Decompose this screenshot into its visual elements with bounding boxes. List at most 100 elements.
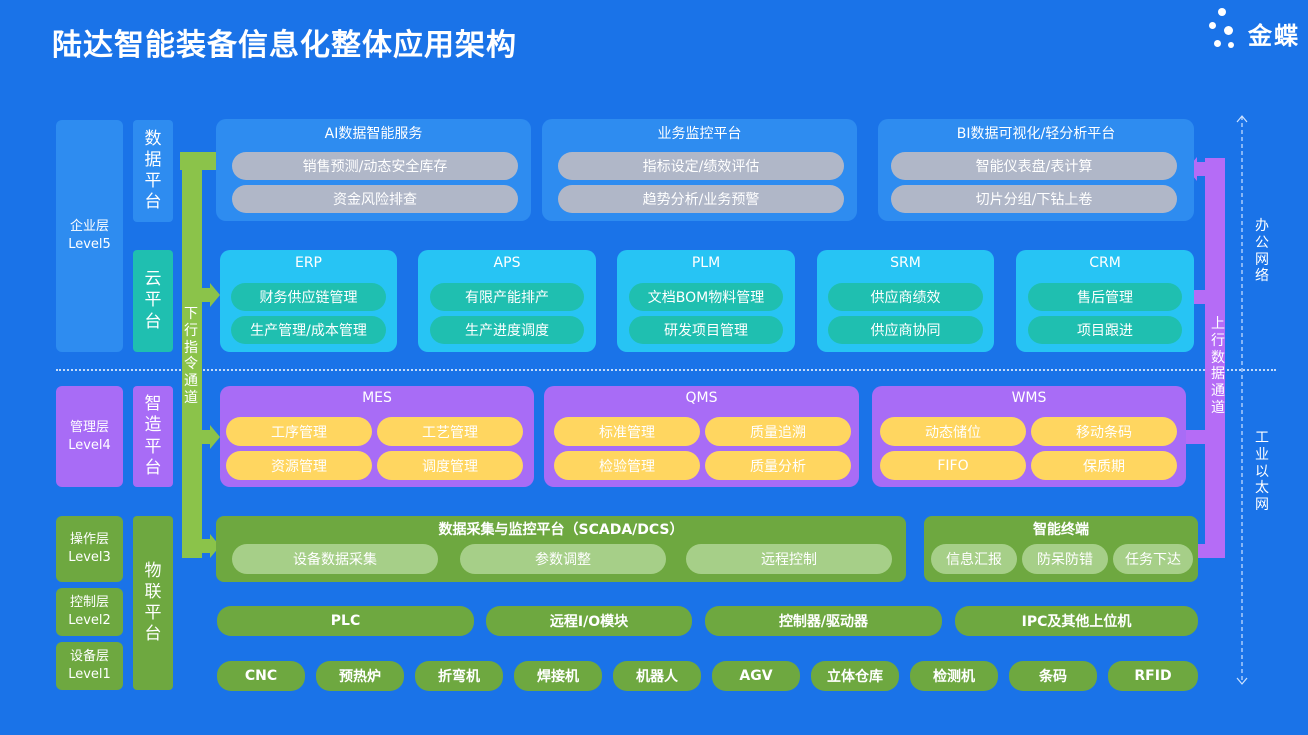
- panel-title: 数据采集与监控平台（SCADA/DCS）: [438, 522, 684, 538]
- panel-title: 业务监控平台: [657, 126, 742, 142]
- panel-item: 售后管理: [1028, 283, 1182, 311]
- up-channel-arrow-icon: [1183, 157, 1225, 558]
- data-platform: 数据平台: [133, 120, 173, 222]
- level-code: Level4: [68, 437, 111, 453]
- panel-item: 资源管理: [226, 451, 372, 480]
- panel-item: 调度管理: [377, 451, 523, 480]
- level-name: 操作层: [69, 532, 109, 548]
- panel-item: 质量分析: [705, 451, 851, 480]
- panel-item: 研发项目管理: [629, 316, 783, 344]
- panel-title: SRM: [890, 255, 921, 271]
- panel-item: 供应商绩效: [828, 283, 983, 311]
- qms-panel: QMS 标准管理 质量追溯 检验管理 质量分析: [544, 386, 859, 487]
- panel-item: 指标设定/绩效评估: [558, 152, 844, 180]
- panel-title: ERP: [294, 255, 322, 271]
- panel-title: WMS: [1011, 390, 1047, 406]
- ai-service-panel: AI数据智能服务 销售预测/动态安全库存 资金风险排查: [216, 119, 531, 221]
- iot-platform: 物联平台: [133, 516, 173, 690]
- device-item: 立体仓库: [811, 661, 899, 691]
- panel-title: PLM: [691, 255, 721, 271]
- level-1: 设备层 Level1: [56, 642, 123, 690]
- device-item: 焊接机: [514, 661, 602, 691]
- panel-item: 项目跟进: [1028, 316, 1182, 344]
- device-item: AGV: [712, 661, 800, 691]
- level-code: Level1: [68, 667, 111, 682]
- panel-item: 质量追溯: [705, 417, 851, 446]
- panel-item: 有限产能排产: [430, 283, 584, 311]
- smart-terminal-panel: 智能终端 信息汇报 防呆防错 任务下达: [924, 516, 1198, 582]
- level-4: 管理层 Level4: [56, 386, 123, 487]
- panel-item: FIFO: [880, 451, 1026, 480]
- srm-panel: SRM 供应商绩效 供应商协同: [817, 250, 994, 352]
- cloud-platform: 云平台: [133, 250, 173, 352]
- panel-item: 工序管理: [226, 417, 372, 446]
- erp-panel: ERP 财务供应链管理 生产管理/成本管理: [220, 250, 397, 352]
- control-item-ipc: IPC及其他上位机: [955, 606, 1198, 636]
- panel-item: 信息汇报: [931, 544, 1017, 574]
- office-network-label: 办公网络: [1255, 218, 1269, 285]
- plm-panel: PLM 文档BOM物料管理 研发项目管理: [617, 250, 795, 352]
- kingdee-logo-icon: [1206, 8, 1242, 52]
- level-name: 设备层: [69, 649, 109, 665]
- panel-title: QMS: [685, 390, 718, 406]
- panel-item: 动态储位: [880, 417, 1026, 446]
- level-5: 企业层 Level5: [56, 120, 123, 352]
- level-code: Level2: [68, 613, 111, 628]
- panel-item: 标准管理: [554, 417, 700, 446]
- device-item: 机器人: [613, 661, 701, 691]
- wms-panel: WMS 动态储位 移动条码 FIFO 保质期: [872, 386, 1186, 487]
- page-title: 陆达智能装备信息化整体应用架构: [52, 28, 517, 63]
- scada-panel: 数据采集与监控平台（SCADA/DCS） 设备数据采集 参数调整 远程控制: [216, 516, 906, 582]
- panel-item: 文档BOM物料管理: [629, 283, 783, 311]
- control-item-controller: 控制器/驱动器: [705, 606, 942, 636]
- panel-item: 资金风险排查: [232, 185, 518, 213]
- panel-item: 生产管理/成本管理: [231, 316, 386, 344]
- panel-item: 生产进度调度: [430, 316, 584, 344]
- device-item: 折弯机: [415, 661, 503, 691]
- smart-platform: 智造平台: [133, 386, 173, 487]
- device-item: 条码: [1009, 661, 1097, 691]
- device-item: RFID: [1108, 661, 1198, 691]
- level-name: 企业层: [69, 219, 109, 235]
- panel-title: CRM: [1089, 255, 1121, 271]
- panel-item: 财务供应链管理: [231, 283, 386, 311]
- panel-item: 销售预测/动态安全库存: [232, 152, 518, 180]
- down-channel-arrow-icon: [180, 152, 220, 558]
- mes-panel: MES 工序管理 工艺管理 资源管理 调度管理: [220, 386, 534, 487]
- panel-title: BI数据可视化/轻分析平台: [956, 126, 1116, 142]
- network-divider: [56, 369, 1276, 371]
- panel-item: 切片分组/下钻上卷: [891, 185, 1177, 213]
- panel-item: 设备数据采集: [232, 544, 438, 574]
- panel-item: 供应商协同: [828, 316, 983, 344]
- panel-item: 参数调整: [460, 544, 666, 574]
- panel-item: 防呆防错: [1022, 544, 1108, 574]
- industrial-network-label: 工业以太网: [1255, 430, 1269, 514]
- crm-panel: CRM 售后管理 项目跟进: [1016, 250, 1194, 352]
- network-double-arrow-icon: [1236, 115, 1248, 685]
- panel-item: 任务下达: [1113, 544, 1193, 574]
- aps-panel: APS 有限产能排产 生产进度调度: [418, 250, 596, 352]
- panel-item: 移动条码: [1031, 417, 1177, 446]
- level-code: Level5: [68, 237, 111, 252]
- device-item: 检测机: [910, 661, 998, 691]
- panel-item: 工艺管理: [377, 417, 523, 446]
- business-monitor-panel: 业务监控平台 指标设定/绩效评估 趋势分析/业务预警: [542, 119, 857, 221]
- up-channel-label: 上行数据通道: [1211, 316, 1225, 416]
- panel-item: 远程控制: [686, 544, 892, 574]
- down-channel-label: 下行指令通道: [184, 306, 198, 406]
- level-2: 控制层 Level2: [56, 588, 123, 636]
- level-name: 控制层: [69, 595, 109, 611]
- panel-title: AI数据智能服务: [324, 126, 423, 142]
- panel-title: MES: [362, 390, 392, 406]
- panel-item: 检验管理: [554, 451, 700, 480]
- panel-item: 保质期: [1031, 451, 1177, 480]
- bi-panel: BI数据可视化/轻分析平台 智能仪表盘/表计算 切片分组/下钻上卷: [878, 119, 1194, 221]
- device-item: CNC: [217, 661, 305, 691]
- panel-title: APS: [493, 255, 521, 271]
- level-code: Level3: [68, 550, 111, 565]
- device-item: 预热炉: [316, 661, 404, 691]
- panel-item: 趋势分析/业务预警: [558, 185, 844, 213]
- level-3: 操作层 Level3: [56, 516, 123, 582]
- control-item-plc: PLC: [217, 606, 474, 636]
- level-name: 管理层: [69, 419, 109, 435]
